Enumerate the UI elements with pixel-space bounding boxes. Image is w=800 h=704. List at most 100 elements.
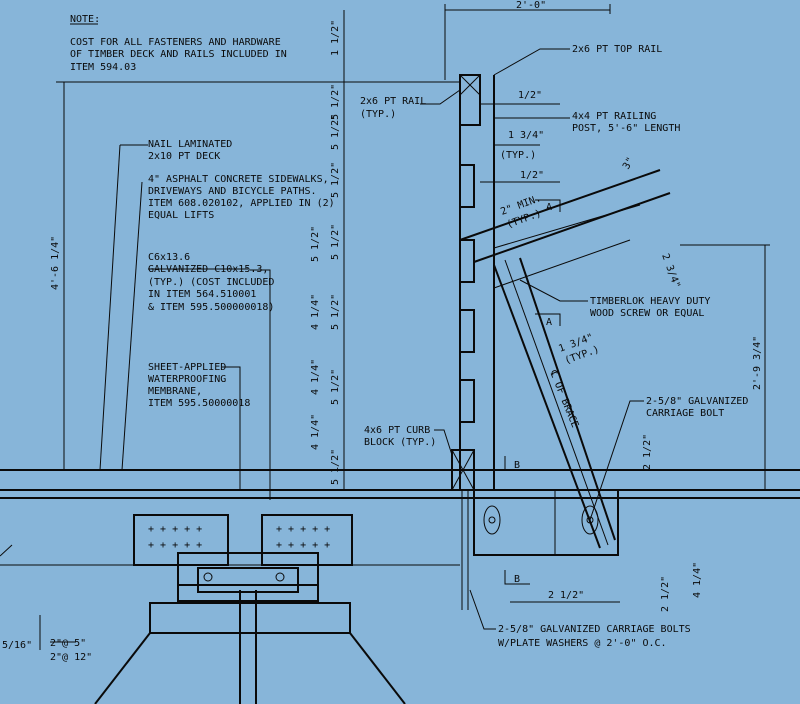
bearing-bolt-left: [203, 572, 213, 582]
plus-row-4: + + + + +: [276, 540, 330, 551]
plus-row-2: + + + + +: [148, 540, 202, 551]
dim-4-1-4-c: 4 1/4": [310, 414, 321, 450]
section-a-top-mark: [535, 199, 561, 212]
dim-5-16: 5/16": [2, 640, 32, 651]
dim-1-1-2: 1 1/2": [330, 20, 341, 56]
bolt-center-right: [586, 516, 594, 524]
top-rail-label: 2x6 PT TOP RAIL: [572, 44, 662, 55]
bolts-label-1: 2-5/8" GALVANIZED CARRIAGE BOLTS: [498, 624, 691, 635]
dim-5-1-2-h: 5 1/2": [330, 449, 341, 485]
top-rail-x2: [459, 74, 481, 96]
membrane-label-1: SHEET-APPLIED: [148, 362, 226, 373]
dim-half-1: 1/2": [518, 90, 542, 101]
channel-label-1: C6x13.6: [148, 252, 190, 263]
timberlok-label-1: TIMBERLOK HEAVY DUTY: [590, 296, 710, 307]
top-rail-leader: [493, 48, 570, 76]
diag-hidden-2: [493, 239, 631, 289]
rail-leader: [420, 89, 461, 105]
channel-label-4: IN ITEM 564.510001: [148, 289, 256, 300]
bolt-head-left: [483, 505, 501, 535]
dim-5-1-2-g: 5 1/2": [330, 369, 341, 405]
top-dim-text: 2'-0": [516, 0, 546, 11]
channel-label-5: & ITEM 595.500000018): [148, 302, 274, 313]
asphalt-label-2: DRIVEWAYS AND BICYCLE PATHS.: [148, 186, 317, 197]
cap-plate-left: [133, 514, 229, 566]
note-line-1: COST FOR ALL FASTENERS AND HARDWARE: [70, 37, 281, 48]
section-a-mid-mark: [535, 313, 561, 326]
bolts-label-2: W/PLATE WASHERS @ 2'-0" O.C.: [498, 638, 667, 649]
dim-5-1-2-d: 5 1/2": [330, 224, 341, 260]
diag-rail-upper-2: [473, 192, 671, 263]
dim-5-1-2-f: 5 1/2": [330, 294, 341, 330]
overall-dim-text: 4'-6 1/4": [50, 236, 61, 290]
asphalt-leader: [121, 181, 143, 471]
cap-plate-right: [261, 514, 353, 566]
dim-4-1-4-a: 4 1/4": [310, 294, 321, 330]
rail-block-4: [459, 379, 475, 423]
post-label-1: 4x4 PT RAILING: [572, 111, 656, 122]
dim-2-at-5: 2"@ 5": [50, 638, 86, 649]
deck-label-2: 2x10 PT DECK: [148, 151, 220, 162]
note-title: NOTE:: [70, 14, 100, 25]
dim-3in: 3": [621, 156, 637, 172]
membrane-label-4: ITEM 595.50000018: [148, 398, 250, 409]
plus-row-1: + + + + +: [148, 524, 202, 535]
brace-left-edge: [493, 264, 601, 549]
rail-block-2: [459, 239, 475, 283]
girder-flange: [149, 602, 351, 634]
deck-leader-down: [99, 144, 121, 471]
dim-4-1-4-b: 4 1/4": [310, 359, 321, 395]
bearing-bolt-right: [275, 572, 285, 582]
note-line-3: ITEM 594.03: [70, 62, 136, 73]
dim-5-1-2-c: 5 1/2": [330, 162, 341, 198]
rail-block-1: [459, 164, 475, 208]
dim-1-3-4: 1 3/4": [508, 130, 544, 141]
dim-2-at-12: 2"@ 12": [50, 652, 92, 663]
dim-half-2: 1/2": [520, 170, 544, 181]
diag-rail-upper-1: [459, 169, 661, 241]
curb-leader: [434, 429, 453, 456]
dim-4-1-4-d: 4 1/4": [692, 562, 703, 598]
bolts-leader: [469, 589, 496, 630]
rail-label-2: (TYP.): [360, 109, 396, 120]
membrane-label-3: MEMBRANE,: [148, 386, 202, 397]
asphalt-label-3: ITEM 608.020102, APPLIED IN (2): [148, 198, 335, 209]
dim-2-1-2-b: 2 1/2": [548, 590, 584, 601]
plus-row-3: + + + + +: [276, 524, 330, 535]
connection-block: [473, 489, 619, 556]
bolt-center-left: [488, 516, 496, 524]
dim-2-1-2-c: 2 1/2": [660, 576, 671, 612]
dim-5-1-2-a: 5 1/2": [330, 84, 341, 120]
section-b-top: B: [514, 460, 520, 471]
bolt-head-right: [581, 505, 599, 535]
right-dim-text: 2'-9 3/4": [752, 336, 763, 390]
deck-label-1: NAIL LAMINATED: [148, 139, 232, 150]
section-a-top: A: [546, 202, 552, 213]
curb-label-2: BLOCK (TYP.): [364, 437, 436, 448]
dim-2-3-4: 2 3/4": [659, 252, 682, 290]
membrane-label-2: WATERPROOFING: [148, 374, 226, 385]
post-label-2: POST, 5'-6" LENGTH: [572, 123, 680, 134]
note-line-2: OF TIMBER DECK AND RAILS INCLUDED IN: [70, 49, 287, 60]
carriage-leader: [589, 400, 644, 521]
diag-hidden-1: [493, 204, 641, 249]
timberlok-label-2: WOOD SCREW OR EQUAL: [590, 308, 704, 319]
channel-leader: [250, 269, 271, 500]
curb-label-1: 4x6 PT CURB: [364, 425, 430, 436]
dim-5-1-2-b: 5 1/2": [330, 114, 341, 150]
dim-2-1-2-a: 2 1/2": [642, 434, 653, 470]
rail-block-3: [459, 309, 475, 353]
section-a-mid: A: [546, 317, 552, 328]
girder-slope-right: [349, 632, 406, 704]
section-b-bottom: B: [514, 574, 520, 585]
channel-label-3: (TYP.) (COST INCLUDED: [148, 277, 274, 288]
section-b-bottom-mark: [504, 570, 530, 585]
membrane-leader: [222, 366, 241, 490]
carriage-label-2: CARRIAGE BOLT: [646, 408, 724, 419]
dim-5-1-2-e: 5 1/2": [310, 226, 321, 262]
timberlok-leader: [519, 279, 588, 302]
asphalt-label-4: EQUAL LIFTS: [148, 210, 214, 221]
girder-slope-left: [94, 632, 151, 704]
bearing-box: [177, 552, 319, 602]
